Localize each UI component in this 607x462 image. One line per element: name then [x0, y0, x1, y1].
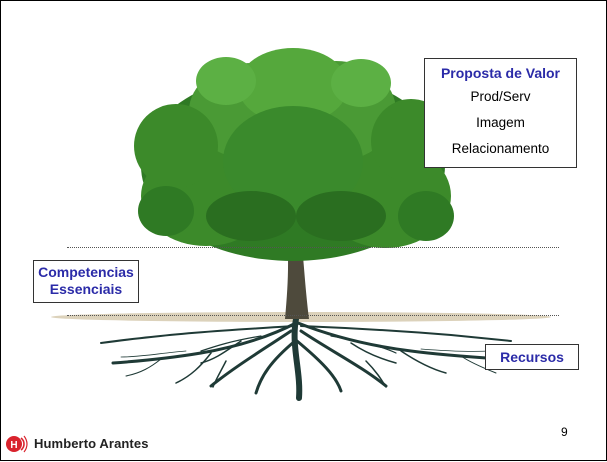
proposta-item-relacionamento: Relacionamento [425, 136, 576, 162]
proposta-item-prod-serv: Prod/Serv [425, 84, 576, 110]
recursos-box: Recursos [485, 344, 579, 370]
proposta-valor-title: Proposta de Valor [425, 62, 576, 84]
competencias-box: Competencias Essenciais [33, 260, 139, 303]
proposta-item-imagem: Imagem [425, 110, 576, 136]
svg-text:H: H [10, 440, 17, 451]
separator-line-lower [67, 315, 559, 316]
page-number: 9 [561, 425, 568, 439]
canopy [134, 48, 454, 261]
author-logo-icon: H [4, 432, 28, 456]
recursos-label: Recursos [486, 345, 578, 369]
author-name: Humberto Arantes [34, 436, 149, 451]
proposta-valor-box: Proposta de Valor Prod/Serv Imagem Relac… [424, 58, 577, 168]
separator-line-upper [67, 247, 559, 248]
roots-group [101, 319, 511, 398]
competencias-line2: Essenciais [34, 281, 138, 298]
competencias-line1: Competencias [34, 264, 138, 281]
